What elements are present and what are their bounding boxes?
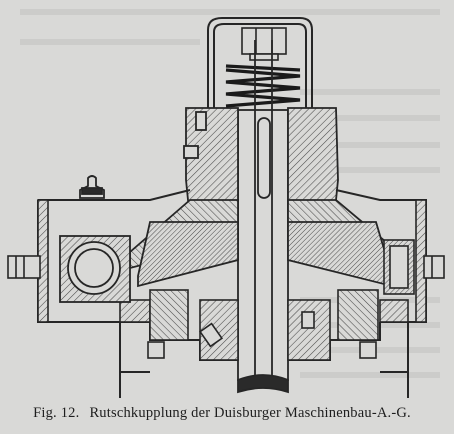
side-shaft-stubs (7, 255, 445, 279)
top-cover-cap (207, 17, 313, 108)
compression-spring (225, 64, 301, 108)
lower-bolts (147, 311, 377, 359)
coupling-cross-section-drawing (7, 9, 445, 398)
top-nut (241, 27, 287, 61)
central-shaft (237, 40, 289, 394)
figure-title: Rutschkupplung der Duisburger Maschinenb… (89, 405, 411, 421)
top-handle (79, 175, 105, 199)
right-cylinder (383, 239, 415, 295)
lower-foot (119, 371, 409, 398)
upper-hub (183, 107, 339, 221)
friction-cone (129, 199, 399, 288)
worm-wheel-left (59, 235, 131, 303)
figure-caption: Fig. 12. Rutschkupplung der Duisburger Ma… (0, 405, 454, 422)
figure-number: Fig. 12. (33, 405, 80, 421)
housing-walls (37, 199, 427, 361)
